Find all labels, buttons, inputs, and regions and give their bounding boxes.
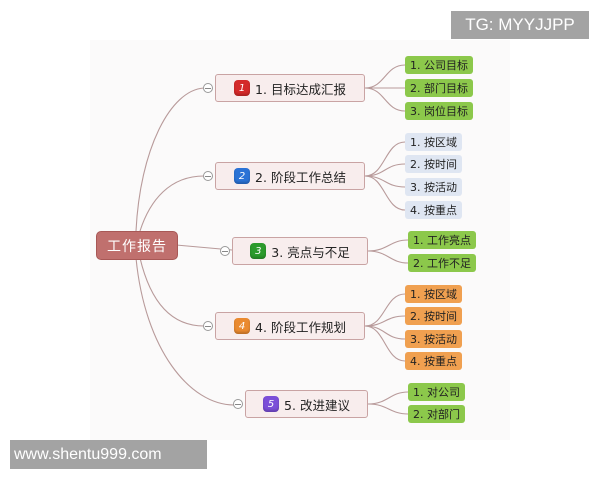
branch-label: 1. 目标达成汇报 <box>255 81 346 97</box>
branch-label: 3. 亮点与不足 <box>271 244 350 260</box>
leaf-node[interactable]: 4. 按重点 <box>405 352 462 370</box>
branch-label: 2. 阶段工作总结 <box>255 169 346 185</box>
leaf-node[interactable]: 1. 按区域 <box>405 285 462 303</box>
branch-label: 5. 改进建议 <box>284 397 350 413</box>
leaf-node[interactable]: 2. 部门目标 <box>405 79 473 97</box>
priority-1-icon: 1 <box>234 80 251 96</box>
leaf-label: 2. 部门目标 <box>410 82 468 95</box>
root-label: 工作报告 <box>107 238 167 255</box>
watermark-bottom: www.shentu999.com <box>10 440 207 469</box>
leaf-node[interactable]: 1. 按区域 <box>405 133 462 151</box>
priority-5-icon: 5 <box>263 396 280 412</box>
leaf-node[interactable]: 4. 按重点 <box>405 201 462 219</box>
leaf-label: 1. 公司目标 <box>410 59 468 72</box>
collapse-toggle-icon[interactable] <box>220 246 230 256</box>
leaf-node[interactable]: 1. 公司目标 <box>405 56 473 74</box>
leaf-node[interactable]: 3. 岗位目标 <box>405 102 473 120</box>
leaf-node[interactable]: 1. 工作亮点 <box>408 231 476 249</box>
branch-node-1[interactable]: 1 1. 目标达成汇报 <box>215 74 365 102</box>
collapse-toggle-icon[interactable] <box>203 83 213 93</box>
priority-2-icon: 2 <box>234 168 251 184</box>
leaf-node[interactable]: 1. 对公司 <box>408 383 465 401</box>
watermark-top: TG: MYYJJPP <box>451 11 589 39</box>
leaf-node[interactable]: 2. 按时间 <box>405 155 462 173</box>
leaf-label: 1. 按区域 <box>410 136 457 149</box>
branch-node-3[interactable]: 3 3. 亮点与不足 <box>232 237 368 265</box>
leaf-label: 3. 按活动 <box>410 333 457 346</box>
leaf-node[interactable]: 2. 对部门 <box>408 405 465 423</box>
leaf-label: 2. 按时间 <box>410 158 457 171</box>
leaf-label: 2. 按时间 <box>410 310 457 323</box>
leaf-node[interactable]: 2. 工作不足 <box>408 254 476 272</box>
watermark-text: TG: MYYJJPP <box>465 15 575 34</box>
watermark-text: www.shentu999.com <box>14 445 162 463</box>
leaf-label: 4. 按重点 <box>410 355 457 368</box>
collapse-toggle-icon[interactable] <box>203 171 213 181</box>
leaf-label: 3. 按活动 <box>410 181 457 194</box>
leaf-node[interactable]: 3. 按活动 <box>405 330 462 348</box>
leaf-label: 1. 对公司 <box>413 386 460 399</box>
priority-3-icon: 3 <box>250 243 267 259</box>
branch-node-5[interactable]: 5 5. 改进建议 <box>245 390 368 418</box>
leaf-label: 1. 工作亮点 <box>413 234 471 247</box>
leaf-label: 3. 岗位目标 <box>410 105 468 118</box>
collapse-toggle-icon[interactable] <box>233 399 243 409</box>
leaf-node[interactable]: 3. 按活动 <box>405 178 462 196</box>
collapse-toggle-icon[interactable] <box>203 321 213 331</box>
leaf-label: 2. 对部门 <box>413 408 460 421</box>
leaf-label: 1. 按区域 <box>410 288 457 301</box>
leaf-label: 4. 按重点 <box>410 204 457 217</box>
root-node[interactable]: 工作报告 <box>96 231 178 260</box>
branch-node-2[interactable]: 2 2. 阶段工作总结 <box>215 162 365 190</box>
branch-node-4[interactable]: 4 4. 阶段工作规划 <box>215 312 365 340</box>
branch-label: 4. 阶段工作规划 <box>255 319 346 335</box>
leaf-node[interactable]: 2. 按时间 <box>405 307 462 325</box>
priority-4-icon: 4 <box>234 318 251 334</box>
leaf-label: 2. 工作不足 <box>413 257 471 270</box>
